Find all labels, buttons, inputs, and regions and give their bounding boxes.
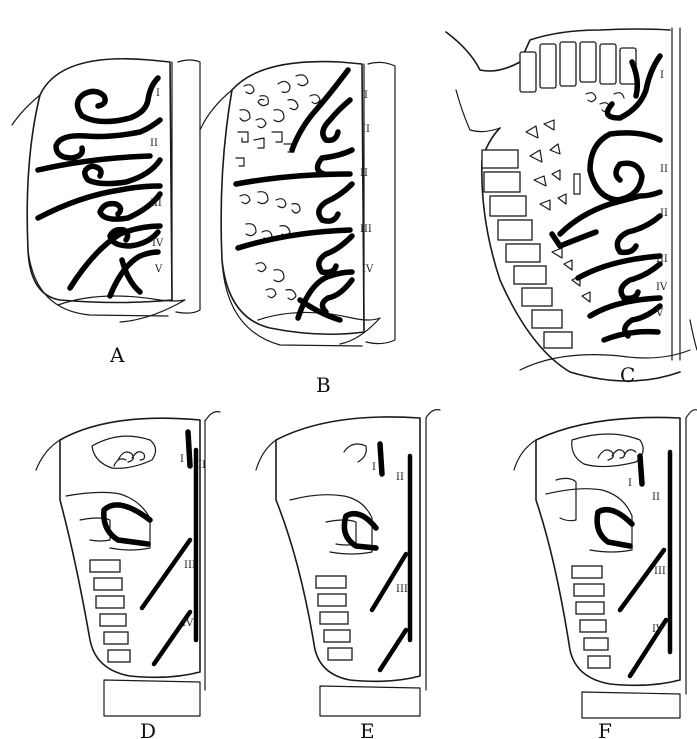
panel-f-letter: F xyxy=(598,719,612,739)
panel-b-label-3: II xyxy=(360,168,368,179)
panel-d: I II III IV D xyxy=(36,412,220,739)
panel-c: I II II III IV V C xyxy=(446,28,697,387)
panel-f-turbinal-3 xyxy=(620,550,664,610)
panel-b-label-5: IV xyxy=(362,264,374,275)
panel-b-label-4: III xyxy=(360,224,372,235)
panel-c-letter: C xyxy=(620,363,635,387)
panel-e-label-1: I xyxy=(372,462,376,473)
panel-a-label-3: III xyxy=(150,198,162,209)
panel-b-turbinal-3 xyxy=(319,184,352,221)
panel-c-turbinal-3 xyxy=(617,216,660,252)
panel-a-turbinal-1 xyxy=(77,78,158,122)
panel-d-label-1: I xyxy=(180,454,184,465)
panel-a-turbinal-3 xyxy=(85,160,160,184)
panel-b-turbinal-4 xyxy=(319,236,352,272)
panel-c-label-4: III xyxy=(656,254,668,265)
panel-f: I II III IV F xyxy=(514,410,697,739)
panel-f-label-2: II xyxy=(652,492,660,503)
panel-e: I II III E xyxy=(256,410,440,739)
panel-b: I II II III IV B xyxy=(200,62,395,397)
panel-b-turbinal-5 xyxy=(322,280,352,312)
panel-e-label-3: III xyxy=(396,584,408,595)
panel-d-label-3: III xyxy=(184,560,196,571)
panel-c-label-3: II xyxy=(660,208,668,219)
panel-d-turbinal-1 xyxy=(188,432,190,466)
panel-a-label-4: IV xyxy=(152,238,164,249)
panel-c-tooth-row xyxy=(520,42,636,92)
panel-b-letter: B xyxy=(316,373,331,397)
panel-c-turbinal-2 xyxy=(590,133,660,200)
panel-c-label-1: I xyxy=(660,70,664,81)
panel-f-turbinal-1 xyxy=(640,456,642,484)
panel-d-label-4: IV xyxy=(182,618,194,629)
panel-c-label-6: V xyxy=(655,308,664,319)
panel-c-label-2: II xyxy=(660,164,668,175)
panel-d-letter: D xyxy=(140,719,156,739)
panel-f-label-1: I xyxy=(628,478,632,489)
panel-a: I II III IV V A xyxy=(12,59,200,367)
panel-f-label-3: III xyxy=(654,566,666,577)
panel-f-ethmoid-cells xyxy=(572,566,610,668)
panel-d-turbinal-3 xyxy=(142,540,190,608)
panel-d-outline xyxy=(60,418,200,677)
panel-b-label-2: II xyxy=(362,124,370,135)
panel-c-turbinal-4 xyxy=(621,264,660,298)
panel-e-letter: E xyxy=(360,719,375,739)
panel-e-turbinal-1 xyxy=(380,444,382,474)
panel-a-turbinal-2 xyxy=(56,120,160,158)
panel-d-ethmoid-cells xyxy=(90,560,130,662)
panel-d-label-2: II xyxy=(198,460,206,471)
panel-b-turbinal-2 xyxy=(317,150,352,174)
panel-a-label-5: V xyxy=(154,264,163,275)
panel-a-letter: A xyxy=(109,343,125,367)
panel-b-label-1: I xyxy=(364,90,368,101)
panel-c-label-5: IV xyxy=(656,282,668,293)
panel-e-ethmoid-cells xyxy=(316,576,352,660)
panel-a-label-2: II xyxy=(150,138,158,149)
panel-f-label-4: IV xyxy=(652,624,664,635)
panel-e-turbinal-3 xyxy=(372,554,406,610)
panel-a-label-1: I xyxy=(156,88,160,99)
panel-e-label-2: II xyxy=(396,472,404,483)
